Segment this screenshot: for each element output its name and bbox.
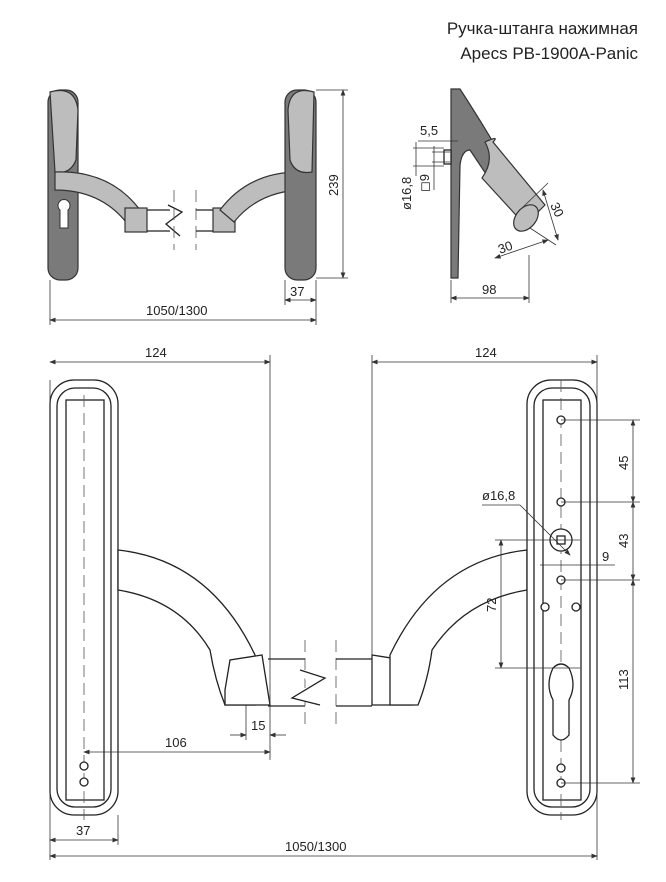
bar-section [513, 204, 539, 232]
left-bar-end [124, 207, 148, 233]
dim-handle-offset: 72 [484, 598, 499, 612]
dim-plate-width: 37 [290, 284, 304, 299]
right-handle-detail [389, 549, 528, 706]
keyhole [57, 199, 71, 229]
dim-bar-gap: 15 [251, 718, 265, 733]
dim-spindle-hole-detail: ø16,8 [482, 488, 515, 503]
front-view: 239 37 1050/1300 [47, 89, 348, 325]
dim-offset: 5,5 [420, 123, 438, 138]
dim-bar-d1: 30 [547, 200, 567, 219]
break-mark-detail [290, 669, 327, 706]
dim-hole-spacing-bottom: 113 [616, 669, 631, 690]
dim-length-detail: 1050/1300 [285, 839, 346, 854]
dim-hole-spacing-top: 45 [616, 456, 631, 470]
left-lever [49, 89, 79, 174]
right-arm [219, 171, 306, 223]
dim-handle-reach: 106 [165, 735, 187, 750]
dim-bar-d2: 30 [496, 238, 515, 257]
dim-spindle-square: ◻9 [417, 174, 432, 192]
dim-spindle-square-detail: 9 [602, 549, 609, 564]
dim-right-span: 124 [475, 345, 497, 360]
spindle [443, 149, 452, 165]
dim-hole-spacing-mid: 43 [616, 534, 631, 548]
dim-plate-width-detail: 37 [76, 823, 90, 838]
drawing-title: Ручка-штанга нажимная Apecs PB-1900A-Pan… [447, 16, 638, 66]
dim-spindle-hole: ø16,8 [399, 177, 414, 210]
right-lever [287, 89, 315, 174]
dim-depth: 98 [482, 282, 496, 297]
dim-left-span: 124 [145, 345, 167, 360]
cylinder-cutout [548, 663, 574, 741]
dim-length: 1050/1300 [146, 303, 207, 318]
dim-height: 239 [326, 174, 341, 196]
title-line-1: Ручка-штанга нажимная [446, 19, 638, 38]
side-view: 5,5 ø16,8 ◻9 30 30 98 [399, 88, 567, 303]
title-line-2: Apecs PB-1900A-Panic [460, 44, 638, 63]
left-handle-detail [117, 549, 256, 706]
detail-view: 124 124 106 15 37 1050/1300 45 43 113 72… [49, 345, 640, 860]
